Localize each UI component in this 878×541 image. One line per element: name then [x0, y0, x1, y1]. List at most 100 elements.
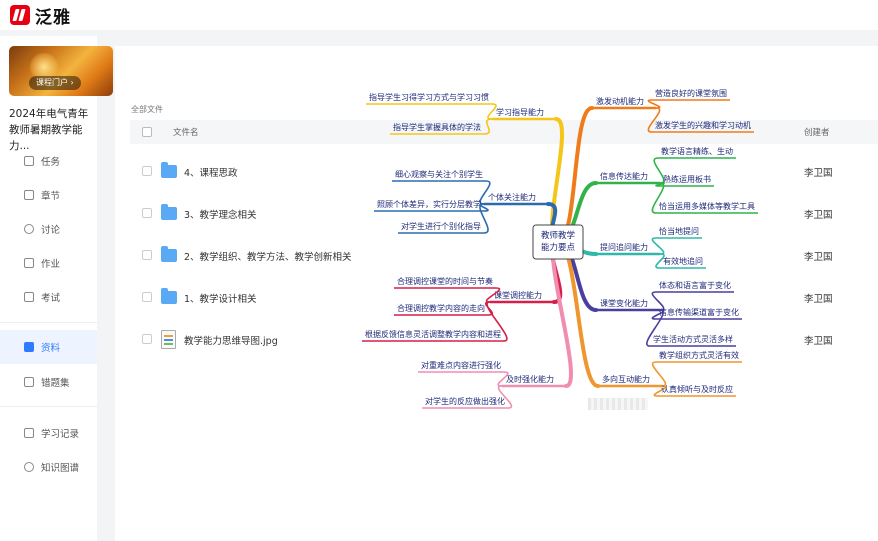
mindmap-branch-label: 学习指导能力: [496, 107, 544, 117]
column-header-creator: 创建者: [804, 128, 830, 138]
watermark: [588, 398, 648, 410]
mindmap-leaf-label: 熟练运用板书: [663, 174, 711, 184]
mindmap-leaf-label: 体态和语言富于变化: [659, 280, 731, 290]
file-name[interactable]: 2、教学组织、教学方法、教学创新相关: [184, 252, 352, 263]
mindmap-leaf-line: [483, 118, 493, 135]
mindmap-leaf-label: 合理调控教学内容的走向: [397, 303, 485, 313]
mindmap-leaf-label: 教学语言精练、生动: [661, 146, 733, 156]
sidebar-item-label: 错题集: [41, 378, 70, 389]
mindmap-leaf-label: 认真倾听与及时反应: [661, 384, 733, 394]
folder-icon: [161, 246, 177, 262]
mindmap-leaf-label: 信息传输渠道富于变化: [659, 307, 739, 317]
app-name[interactable]: 泛雅: [35, 7, 71, 28]
mindmap-leaf-label: 学生活动方式灵活多样: [653, 334, 733, 344]
mindmap-leaf-line: [497, 385, 513, 409]
breadcrumb[interactable]: 全部文件: [131, 105, 163, 114]
mindmap-leaf-label: 指导学生掌握具体的学法: [393, 122, 481, 132]
mindmap-center-label: 教师教学: [541, 230, 576, 241]
sidebar-item-label: 考试: [41, 293, 61, 304]
chapter-icon: [24, 190, 34, 200]
discussion-icon: [24, 224, 34, 234]
mindmap-branch-label: 多向互动能力: [602, 374, 650, 384]
sidebar: 课程门户 › 2024年电气青年教师暑期教学能力... 任务 章节 讨论 作业 …: [0, 36, 113, 541]
table-row[interactable]: 3、教学理念相关 李卫国: [130, 194, 878, 234]
sidebar-item-discussion[interactable]: 讨论: [0, 212, 97, 246]
sidebar-item-label: 学习记录: [41, 429, 80, 440]
image-file-icon: [161, 330, 176, 349]
mindmap-leaf-label: 教学组织方式灵活有效: [659, 350, 739, 360]
sidebar-divider: [0, 322, 97, 323]
mindmap-image-preview[interactable]: 学习指导能力指导学生习得学习方式与学习习惯指导学生掌握具体的学法个体关注能力 细心…: [360, 82, 760, 417]
file-name[interactable]: 4、课程思政: [184, 168, 238, 179]
folder-icon: [161, 288, 177, 304]
table-row[interactable]: 4、课程思政 李卫国: [130, 152, 878, 192]
select-all-checkbox[interactable]: [142, 127, 152, 137]
row-checkbox[interactable]: [142, 166, 152, 176]
folder-icon: [161, 162, 177, 178]
mindmap-leaf-label: 指导学生习得学习方式与学习习惯: [369, 92, 489, 102]
sidebar-item-label: 作业: [41, 259, 61, 270]
exam-icon: [24, 292, 34, 302]
mindmap-leaf-label: 细心观察与关注个别学生: [395, 169, 483, 179]
mistakes-icon: [24, 377, 34, 387]
file-creator: 李卫国: [804, 252, 833, 263]
mindmap-branch-label: 提问追问能力: [600, 242, 648, 252]
file-creator: 李卫国: [804, 210, 833, 221]
sidebar-item-label: 章节: [41, 191, 61, 202]
sidebar-item-tasks[interactable]: 任务: [0, 144, 97, 178]
mindmap-leaf-line: [646, 309, 664, 347]
mindmap-leaf-line: [651, 237, 665, 255]
mindmap-leaf-line: [651, 361, 667, 387]
sidebar-item-label: 知识图谱: [41, 463, 80, 474]
sidebar-item-homework[interactable]: 作业: [0, 246, 97, 280]
knowledge-graph-icon: [24, 462, 34, 472]
fanya-logo-icon[interactable]: [10, 5, 30, 25]
sidebar-item-materials[interactable]: 资料: [0, 330, 97, 364]
course-title: 2024年电气青年教师暑期教学能力...: [9, 108, 89, 152]
sidebar-item-exam[interactable]: 考试: [0, 280, 97, 314]
sidebar-item-chapters[interactable]: 章节: [0, 178, 97, 212]
column-header-name[interactable]: 文件名: [173, 128, 199, 138]
sidebar-item-mistakes[interactable]: 错题集: [0, 365, 97, 399]
mindmap-leaf-label: 合理调控课堂的时间与节奏: [397, 276, 493, 286]
mindmap-leaf-line: [655, 253, 665, 269]
sidebar-item-label: 任务: [41, 157, 61, 168]
file-name[interactable]: 3、教学理念相关: [184, 210, 257, 221]
folder-icon: [161, 204, 177, 220]
record-icon: [24, 428, 34, 438]
table-row[interactable]: 2、教学组织、教学方法、教学创新相关 李卫国: [130, 236, 878, 276]
row-checkbox[interactable]: [142, 334, 152, 344]
mindmap-branch-label: 个体关注能力: [488, 192, 536, 202]
mindmap-leaf-label: 有效地追问: [663, 256, 703, 266]
grid-icon: [24, 156, 34, 166]
sidebar-item-study-record[interactable]: 学习记录: [0, 416, 97, 450]
mindmap-leaf-line: [487, 103, 497, 120]
table-row[interactable]: 教学能力思维导图.jpg 李卫国: [130, 320, 878, 360]
mindmap-leaf-line: [653, 385, 667, 397]
mindmap-leaf-line: [651, 182, 665, 214]
table-row[interactable]: 1、教学设计相关 李卫国: [130, 278, 878, 318]
row-checkbox[interactable]: [142, 250, 152, 260]
mindmap-leaf-line: [479, 203, 489, 234]
mindmap-center-box: [532, 224, 584, 260]
mindmap-leaf-label: 照顾个体差异，实行分层教学: [377, 199, 481, 209]
sidebar-item-label: 讨论: [41, 225, 61, 236]
mindmap-branch-label: 及时强化能力: [506, 374, 554, 384]
sidebar-divider: [0, 406, 97, 407]
row-checkbox[interactable]: [142, 208, 152, 218]
mindmap-leaf-label: 根据反馈信息灵活调整教学内容和进程: [365, 329, 501, 339]
mindmap-branch-label: 课堂调控能力: [494, 290, 542, 300]
file-creator: 李卫国: [804, 168, 833, 179]
course-portal-button[interactable]: 课程门户 ›: [29, 76, 81, 90]
mindmap-leaf-label: 恰当运用多媒体等教学工具: [659, 201, 755, 211]
row-checkbox[interactable]: [142, 292, 152, 302]
file-name[interactable]: 教学能力思维导图.jpg: [184, 336, 278, 347]
file-name[interactable]: 1、教学设计相关: [184, 294, 257, 305]
mindmap-branch-label: 课堂变化能力: [600, 298, 648, 308]
sidebar-item-knowledge-graph[interactable]: 知识图谱: [0, 450, 97, 484]
file-creator: 李卫国: [804, 294, 833, 305]
mindmap-leaf-label: 对学生的反应做出强化: [425, 396, 505, 406]
course-cover[interactable]: 课程门户 ›: [9, 46, 113, 96]
mindmap-leaf-label: 对学生进行个别化指导: [401, 221, 481, 231]
